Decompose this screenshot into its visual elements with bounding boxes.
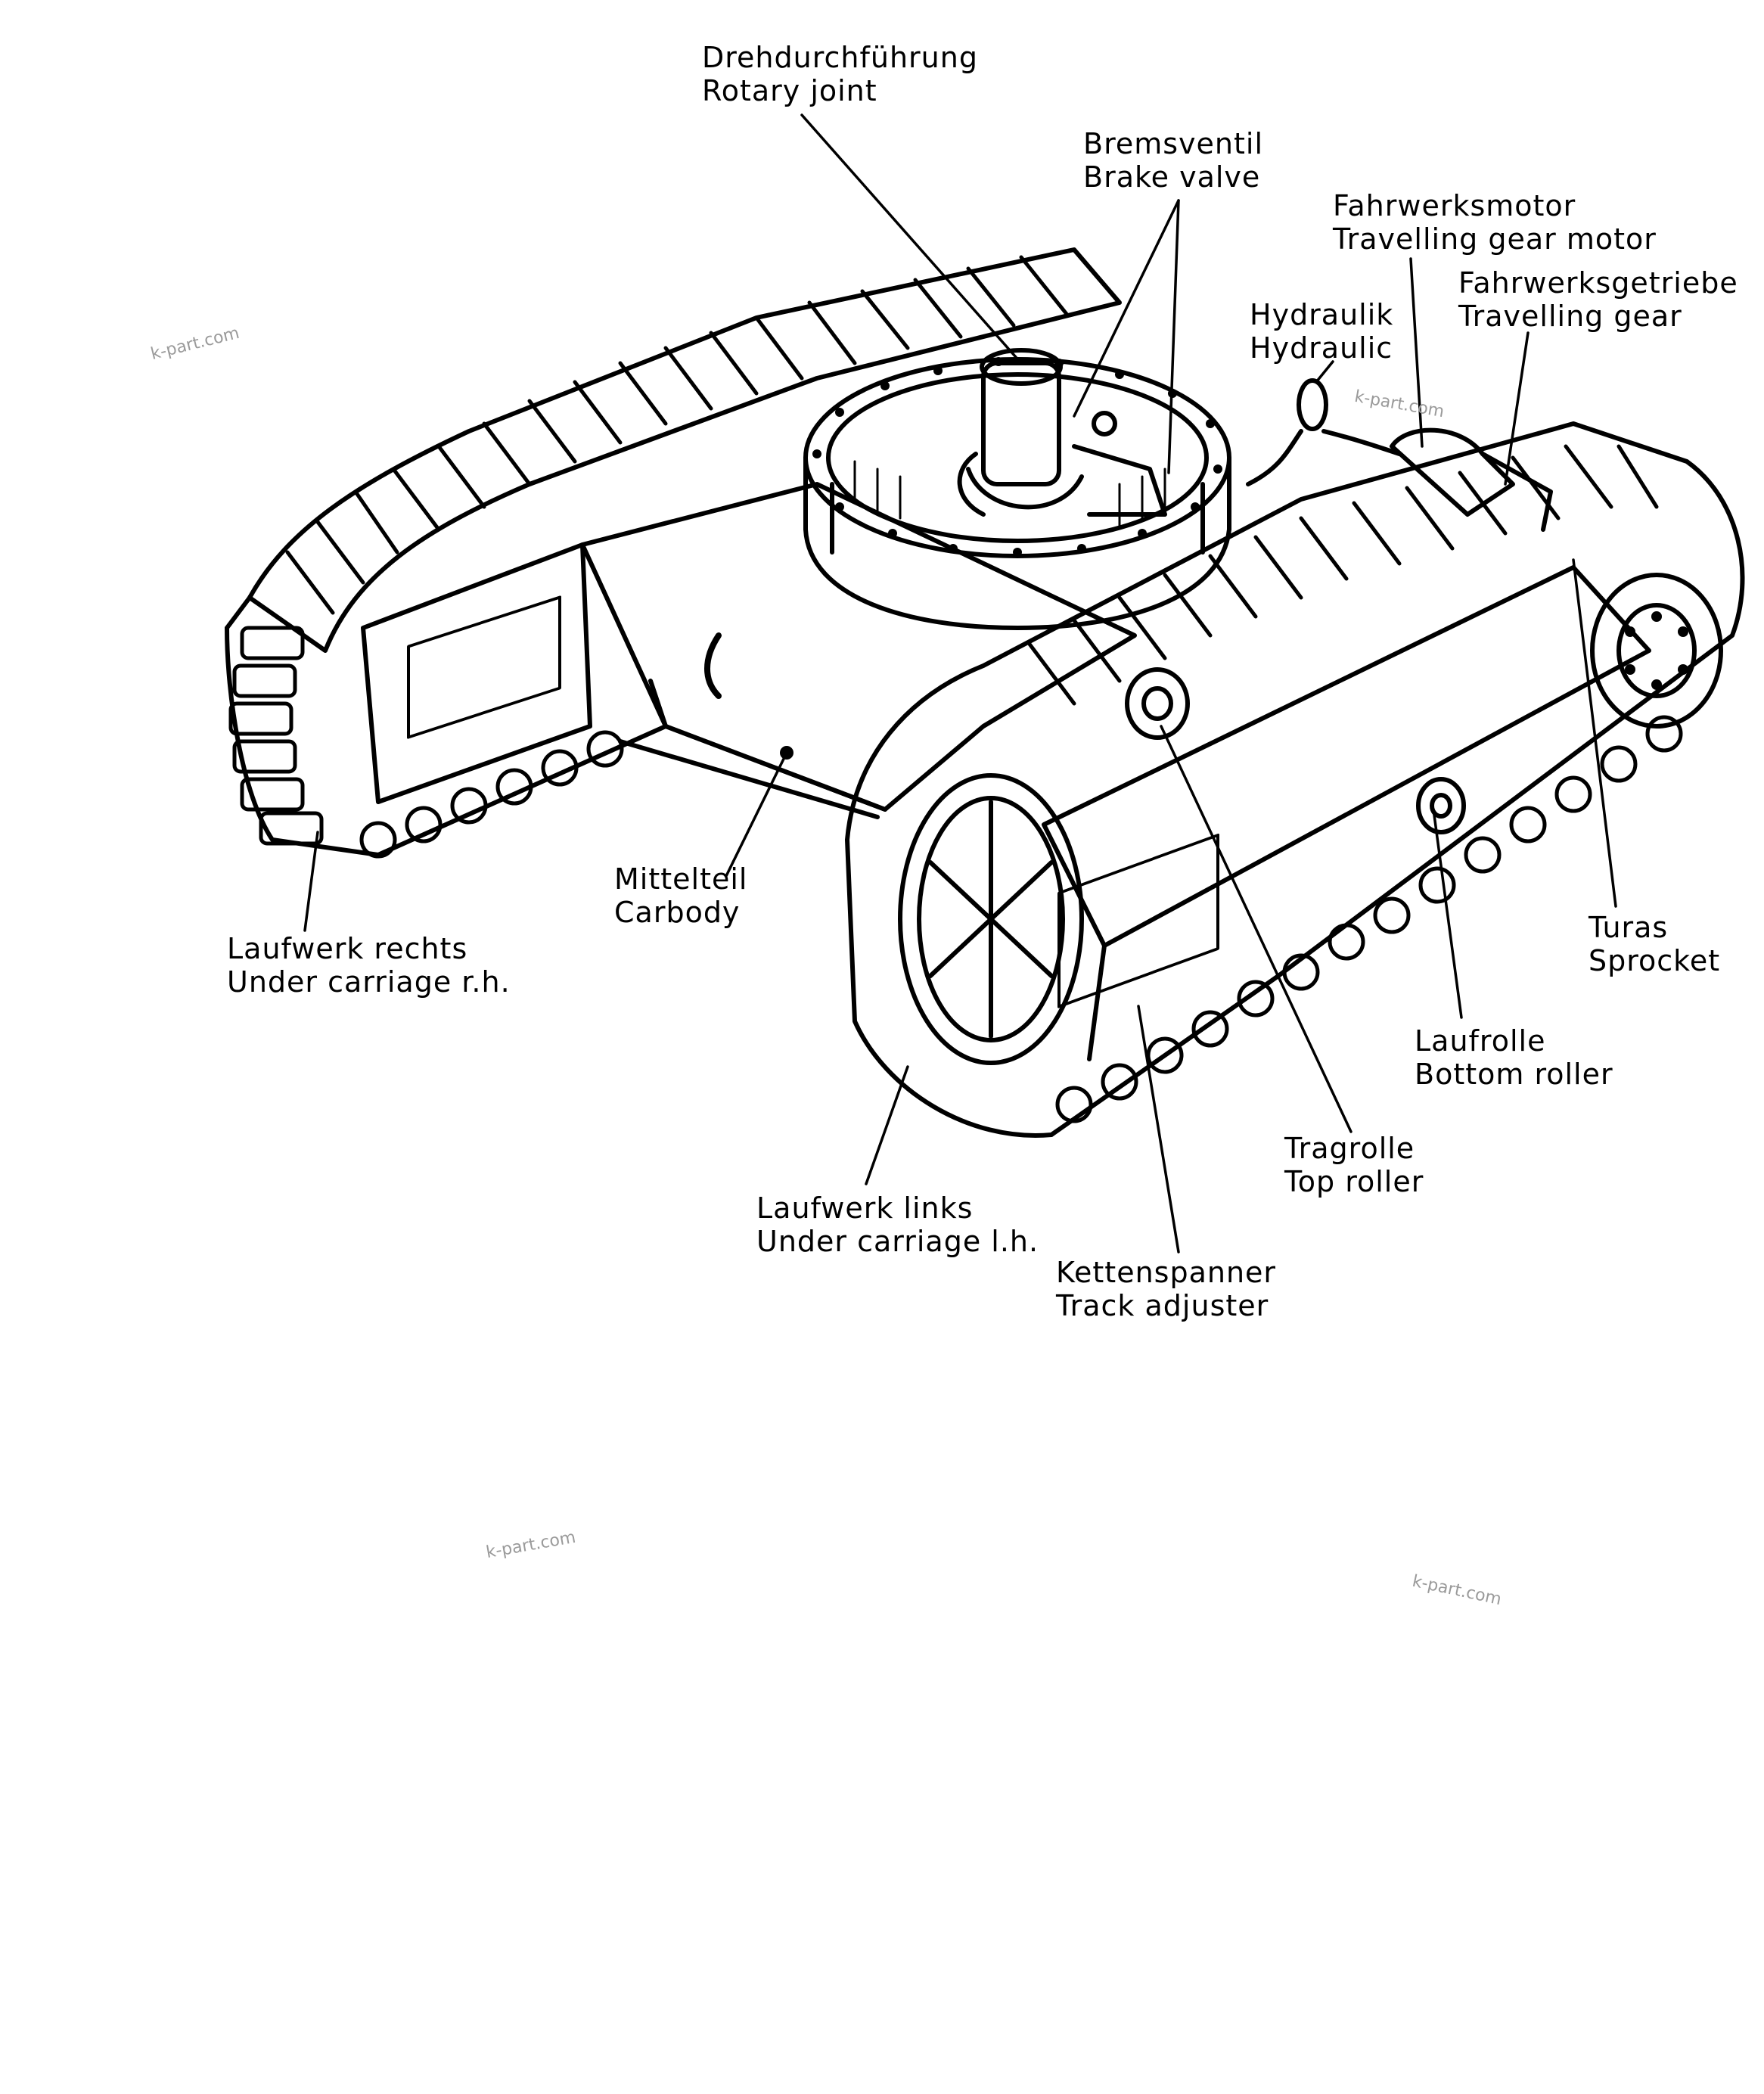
label-bottom-roller: Laufrolle Bottom roller (1415, 1024, 1613, 1091)
label-sprocket-de: Turas (1589, 911, 1669, 944)
leader-sprocket (1572, 558, 1617, 908)
left-track (845, 421, 1745, 1138)
leader-undercarriage-rh (303, 831, 319, 932)
label-travel-gear-de: Fahrwerksgetriebe (1458, 266, 1738, 300)
label-bottom-roller-de: Laufrolle (1415, 1024, 1546, 1058)
leader-bottom-roller (1432, 808, 1463, 1019)
label-hydraulic-de: Hydraulik (1250, 298, 1394, 331)
leader-undercarriage-lh (865, 1065, 909, 1185)
leader-brake-valve-2 (1167, 199, 1180, 474)
label-travel-gear-en: Travelling gear (1458, 300, 1682, 333)
label-undercarriage-rh-en: Under carriage r.h. (227, 965, 511, 999)
slewing-ring (803, 348, 1231, 630)
label-track-adjuster-en: Track adjuster (1056, 1289, 1269, 1322)
leader-rotary-joint (800, 113, 1023, 365)
label-undercarriage-lh: Laufwerk links Under carriage l.h. (756, 1191, 1039, 1258)
label-brake-valve-en: Brake valve (1083, 160, 1261, 194)
label-hydraulic: Hydraulik Hydraulic (1250, 298, 1393, 365)
leader-hydraulic (1315, 360, 1334, 384)
label-undercarriage-rh: Laufwerk rechts Under carriage r.h. (227, 932, 511, 999)
label-carbody-en: Carbody (614, 896, 741, 929)
leader-carbody (725, 751, 788, 878)
leader-lines (303, 113, 1617, 1254)
label-undercarriage-lh-en: Under carriage l.h. (756, 1225, 1039, 1258)
leader-top-roller (1160, 725, 1353, 1133)
label-brake-valve: Bremsventil Brake valve (1083, 127, 1263, 194)
label-carbody: Mittelteil Carbody (614, 862, 747, 929)
carbody (580, 482, 1137, 819)
label-top-roller-de: Tragrolle (1284, 1132, 1415, 1165)
label-track-adjuster-de: Kettenspanner (1056, 1256, 1277, 1289)
label-rotary-joint-de: Drehdurchführung (702, 41, 978, 74)
label-rotary-joint-en: Rotary joint (702, 74, 877, 107)
leader-track-adjuster (1137, 1005, 1180, 1254)
label-travel-motor-en: Travelling gear motor (1333, 222, 1657, 256)
label-sprocket-en: Sprocket (1589, 944, 1721, 977)
leader-travel-gear (1504, 331, 1530, 486)
label-track-adjuster: Kettenspanner Track adjuster (1056, 1256, 1276, 1322)
label-carbody-de: Mittelteil (614, 862, 748, 896)
label-travel-gear: Fahrwerksgetriebe Travelling gear (1458, 266, 1738, 333)
label-bottom-roller-en: Bottom roller (1415, 1058, 1613, 1091)
label-undercarriage-lh-de: Laufwerk links (756, 1191, 974, 1225)
label-sprocket: Turas Sprocket (1589, 911, 1720, 977)
hydraulic-hose (1246, 378, 1402, 486)
label-top-roller: Tragrolle Top roller (1284, 1132, 1424, 1198)
label-travel-motor: Fahrwerksmotor Travelling gear motor (1333, 189, 1657, 256)
label-undercarriage-rh-de: Laufwerk rechts (227, 932, 468, 965)
right-track (225, 247, 1122, 859)
label-top-roller-en: Top roller (1284, 1165, 1424, 1198)
label-brake-valve-de: Bremsventil (1083, 127, 1264, 160)
leader-brake-valve-1 (1073, 199, 1180, 418)
label-rotary-joint: Drehdurchführung Rotary joint (702, 41, 978, 107)
label-travel-motor-de: Fahrwerksmotor (1333, 189, 1576, 222)
label-hydraulic-en: Hydraulic (1250, 331, 1393, 365)
leader-travel-motor (1409, 257, 1424, 448)
